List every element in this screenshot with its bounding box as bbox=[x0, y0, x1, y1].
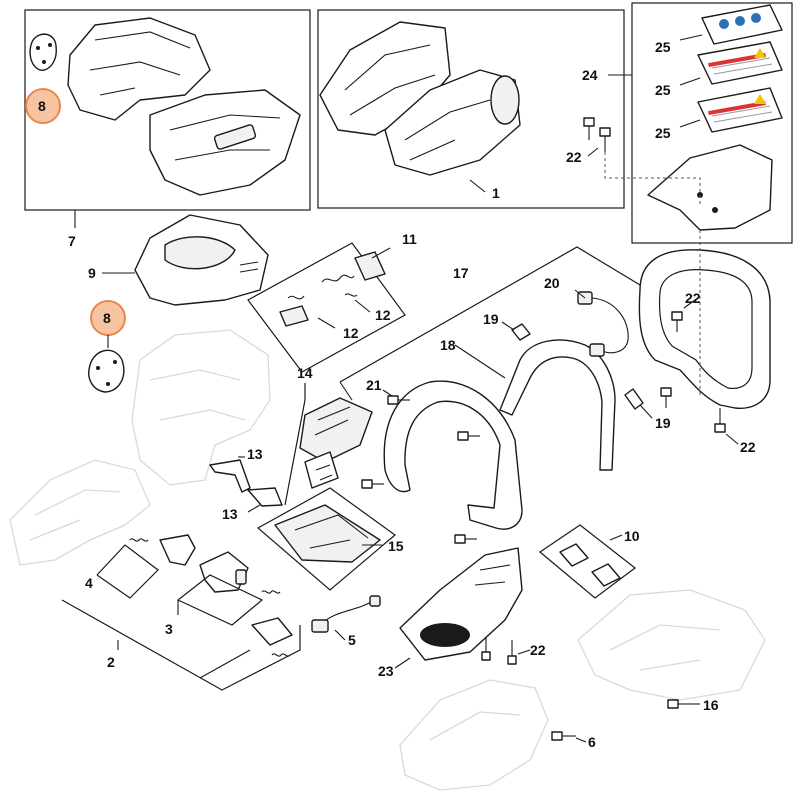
callout-8-top-highlight bbox=[25, 88, 61, 124]
gasket-part-8 bbox=[88, 349, 125, 393]
callout-4: 4 bbox=[85, 575, 93, 591]
callout-22-c: 22 bbox=[740, 439, 756, 455]
callout-25-b: 25 bbox=[655, 82, 671, 98]
screw-part-22-right bbox=[660, 311, 726, 433]
trigger-parts bbox=[129, 534, 381, 657]
springs-part-12 bbox=[279, 251, 386, 327]
callout-5: 5 bbox=[348, 632, 356, 648]
ghost-housing-left bbox=[131, 329, 271, 486]
callout-13-a: 13 bbox=[247, 446, 263, 462]
housing-shell-part-8 bbox=[29, 17, 301, 196]
handle-tube-part-18 bbox=[383, 380, 523, 530]
callout-19-a: 19 bbox=[483, 311, 499, 327]
front-handle-hoop bbox=[638, 249, 771, 409]
callout-21: 21 bbox=[366, 377, 382, 393]
ghost-handle-left bbox=[9, 459, 151, 566]
callout-17: 17 bbox=[453, 265, 469, 281]
callout-13-b: 13 bbox=[222, 506, 238, 522]
callout-3: 3 bbox=[165, 621, 173, 637]
clip-part-19-a bbox=[511, 323, 531, 341]
lever-part-13-b bbox=[247, 487, 283, 507]
callout-22-d: 22 bbox=[530, 642, 546, 658]
callout-19-b: 19 bbox=[655, 415, 671, 431]
housing-part-1 bbox=[319, 21, 521, 176]
callout-11: 11 bbox=[402, 231, 417, 247]
bail-handle bbox=[499, 339, 616, 471]
callout-2: 2 bbox=[107, 654, 115, 670]
ghost-handle-bottom bbox=[399, 679, 549, 791]
decal-set-part-25 bbox=[647, 4, 783, 231]
callout-15: 15 bbox=[388, 538, 404, 554]
switch-housing-part-15 bbox=[274, 504, 381, 563]
callout-22-b: 22 bbox=[685, 290, 701, 306]
callout-12-a: 12 bbox=[375, 307, 391, 323]
group-box-15 bbox=[256, 487, 396, 591]
screw-part-6 bbox=[551, 731, 576, 741]
screw-part-22-top bbox=[583, 117, 611, 152]
pads-part-10 bbox=[559, 543, 621, 587]
group-lines-14 bbox=[284, 383, 306, 506]
group-box-24 bbox=[631, 2, 793, 244]
callout-24: 24 bbox=[582, 67, 598, 83]
ghost-housing-right bbox=[577, 589, 766, 701]
lever-part-13-a bbox=[209, 459, 251, 493]
callout-16: 16 bbox=[703, 697, 719, 713]
group-lines-3 bbox=[177, 574, 264, 626]
callout-6: 6 bbox=[588, 734, 596, 750]
screw-part-16 bbox=[667, 699, 692, 709]
callout-23: 23 bbox=[378, 663, 394, 679]
callout-18: 18 bbox=[440, 337, 456, 353]
screw-part-22-bottom bbox=[481, 638, 517, 665]
callout-9: 9 bbox=[88, 265, 96, 281]
group-lines-4 bbox=[96, 544, 159, 599]
callout-25-c: 25 bbox=[655, 125, 671, 141]
callout-8-top: 8 bbox=[38, 98, 46, 114]
callout-1: 1 bbox=[492, 185, 500, 201]
group-box-11 bbox=[247, 242, 406, 373]
screw-part-21 bbox=[361, 395, 480, 544]
callout-14: 14 bbox=[297, 365, 313, 381]
group-box-7 bbox=[24, 9, 311, 211]
callout-12-b: 12 bbox=[343, 325, 359, 341]
group-lines-17 bbox=[339, 246, 641, 383]
group-box-1 bbox=[317, 9, 625, 209]
clip-part-19-b bbox=[624, 388, 644, 410]
callout-8-mid: 8 bbox=[103, 310, 111, 326]
cover-part-23 bbox=[399, 547, 523, 661]
shroud-part-9 bbox=[134, 214, 269, 306]
callout-20: 20 bbox=[544, 275, 560, 291]
callout-7: 7 bbox=[68, 233, 76, 249]
callout-22-a: 22 bbox=[566, 149, 582, 165]
switch-assembly bbox=[299, 397, 373, 489]
group-box-10 bbox=[539, 524, 636, 599]
callout-10: 10 bbox=[624, 528, 640, 544]
callout-25-a: 25 bbox=[655, 39, 671, 55]
group-lines-2 bbox=[61, 599, 301, 691]
ghost-outlines bbox=[9, 329, 766, 791]
